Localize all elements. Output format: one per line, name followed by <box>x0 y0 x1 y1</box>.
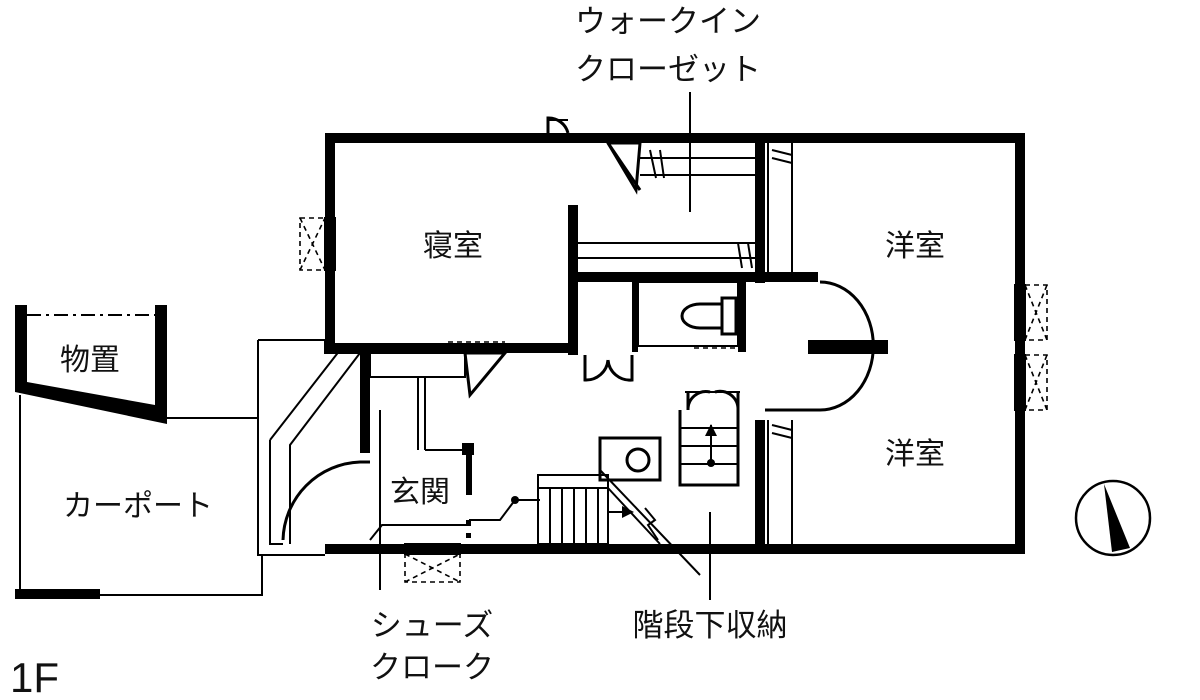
doors <box>281 116 740 541</box>
callout-under-stairs-storage: 階段下収納 <box>633 608 788 644</box>
callout-walk-in-closet-line2: クローゼット <box>575 52 761 88</box>
leader-lines <box>379 92 711 600</box>
floor-label: 1F <box>10 654 59 700</box>
post-entrance <box>462 443 474 455</box>
callout-shoe-cloak-line1: シューズ <box>371 608 493 644</box>
wall-closet-east <box>755 133 765 283</box>
interior-walls <box>360 133 888 554</box>
hall-curve <box>765 280 875 412</box>
entrance-area <box>369 341 540 541</box>
callout-walk-in-closet-line1: ウォークイン <box>575 4 761 40</box>
wall-toilet-west <box>632 282 638 352</box>
wall-north <box>325 133 1025 143</box>
north-arrow-icon <box>1074 479 1152 557</box>
wall-room-lower-west <box>755 420 765 554</box>
wall-shoe-closet-west <box>360 353 370 453</box>
toilet <box>637 281 739 349</box>
wall-closet-south <box>568 272 818 282</box>
wall-east <box>1015 133 1025 553</box>
room-carport: カーポート <box>63 489 213 524</box>
exterior <box>15 305 363 599</box>
windows <box>299 217 1048 583</box>
callout-shoe-cloak-line2: クローク <box>370 650 494 686</box>
wall-hall-stub <box>808 340 888 354</box>
room-bedroom: 寝室 <box>423 229 483 264</box>
wall-bedroom-south <box>325 343 570 353</box>
wall-toilet-east <box>738 282 746 352</box>
wall-west-bedroom <box>325 133 335 353</box>
room-western-lower: 洋室 <box>885 437 945 472</box>
room-storage: 物置 <box>60 343 120 378</box>
closet-fixtures <box>578 141 793 544</box>
wall-entrance-step <box>466 455 472 495</box>
stairs <box>537 410 740 576</box>
room-western-upper: 洋室 <box>885 229 945 264</box>
room-entrance: 玄関 <box>390 475 450 510</box>
